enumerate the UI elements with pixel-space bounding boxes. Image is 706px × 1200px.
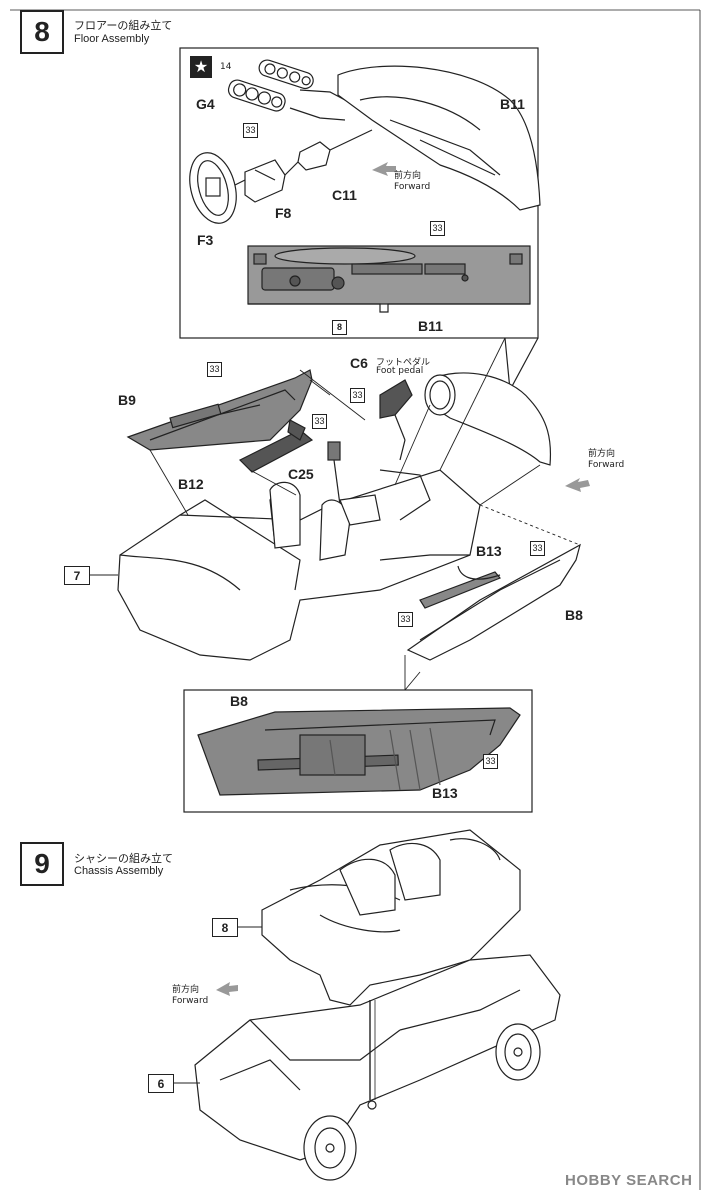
part-c11-label: C11 [332,187,357,203]
part-b13-detail-label: B13 [432,785,458,801]
forward-arrow-upper [372,162,396,176]
foot-pedal-c6 [379,379,413,419]
part-b11-top-label: B11 [500,96,525,112]
armrest-b12 [238,429,314,473]
steering-wheel [189,152,237,224]
star-icon: ★ [190,56,212,78]
paint-33-b8: 33 [530,541,545,556]
dashboard-side [429,372,552,466]
part-f8-label: F8 [275,205,292,221]
wheel-front [303,1115,357,1181]
paint-33-c6: 33 [350,388,365,403]
forward-en-2: Forward [588,459,625,470]
forward-jp-3: 前方向 [172,985,200,995]
part-c25-label: C25 [288,466,314,482]
tub-assembly [261,829,521,1006]
watermark: HOBBY SEARCH [565,1172,693,1189]
paint-33-c25: 33 [312,414,327,429]
part-b9-label: B9 [118,392,136,408]
foot-pedal-en: Foot pedal [376,366,424,376]
forward-arrow-middle [565,478,590,492]
part-b8-detail-label: B8 [230,693,248,709]
part-b13-main-label: B13 [476,543,502,559]
forward-en: Forward [394,181,431,192]
forward-en-3: Forward [172,995,209,1006]
part-b8-main-label: B8 [565,607,583,623]
step-9-title-en: Chassis Assembly [74,865,164,877]
forward-jp-2: 前方向 [588,449,616,459]
forward-jp: 前方向 [394,171,422,181]
part-b11-bottom-label: B11 [418,318,443,334]
step-8-title-en: Floor Assembly [74,33,150,45]
side-sill-b8 [406,543,581,661]
paint-33-dash: 33 [430,221,445,236]
foot-pedal-jp: フットペダル [376,358,431,368]
paint-33-steering: 33 [243,123,258,138]
part-b12-label: B12 [178,476,204,492]
ref-8-step9: 8 [212,918,238,937]
strip-b13 [419,571,501,609]
forward-arrow-step9 [216,982,238,996]
paint-33-b9: 33 [207,362,222,377]
part-14-label: 14 [220,62,232,72]
step-9-number: 9 [20,842,64,886]
ref-7-box: 7 [64,566,90,585]
paint-33-b13: 33 [398,612,413,627]
chassis [194,954,561,1161]
gauge-cluster [227,79,286,112]
wheel-rear [495,1023,541,1081]
step-9-title-jp: シャシーの組み立て [74,852,173,865]
ref-6-step9: 6 [148,1074,174,1093]
part-g4-label: G4 [196,96,215,112]
part-f3-label: F3 [197,232,214,248]
ref-8-box: 8 [332,320,347,335]
part-c6-label: C6 [350,355,368,371]
step-8-title-jp: フロアーの組み立て [74,19,173,32]
step-8-number: 8 [20,10,64,54]
paint-33-detail: 33 [483,754,498,769]
